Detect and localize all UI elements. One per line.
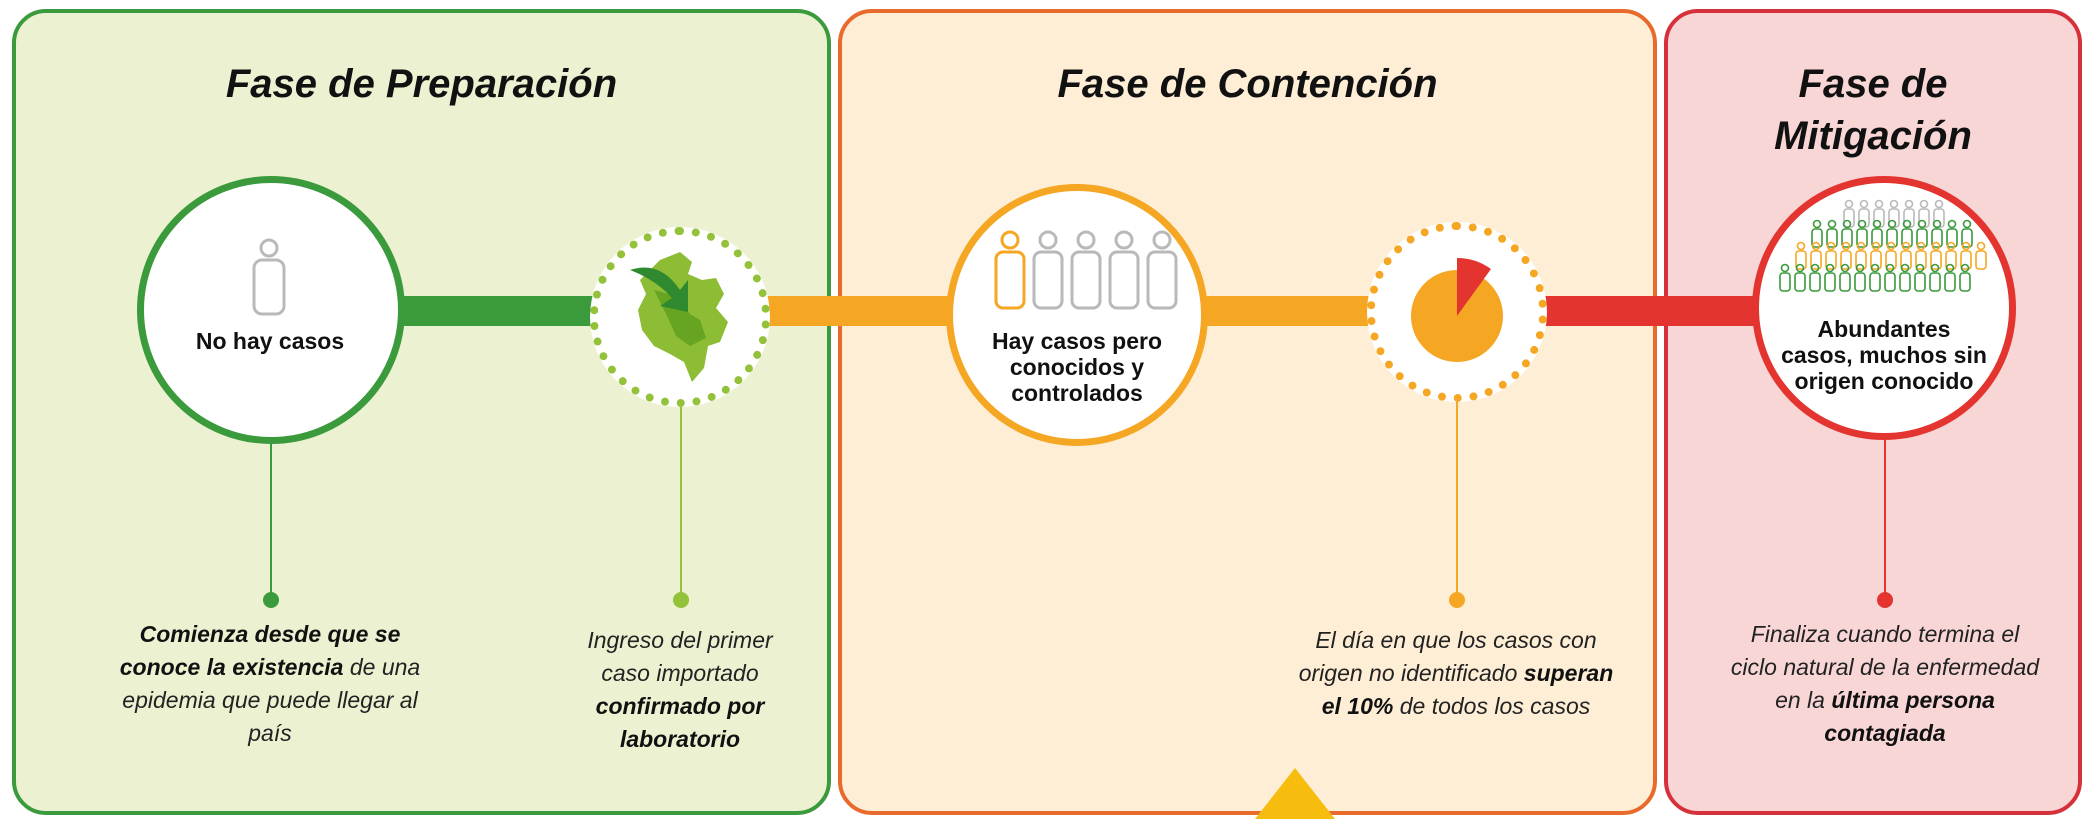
crowd-person bbox=[1961, 219, 1973, 248]
ten-percent-description: El día en que los casos con origen no id… bbox=[1296, 624, 1616, 723]
ten-percent-text-1: El día en que los casos con origen no id… bbox=[1298, 627, 1597, 686]
crowd-person bbox=[1899, 263, 1911, 292]
crowd-person bbox=[1794, 263, 1806, 292]
abundant-cases-label-line2: casos, muchos sin bbox=[1781, 342, 1987, 368]
connector-dot-4 bbox=[1877, 592, 1893, 608]
mitigation-phase-title: Fase de Mitigación bbox=[1664, 58, 2082, 162]
first-case-description: Ingreso del primer caso importado confir… bbox=[560, 624, 800, 756]
crowd-person bbox=[1856, 219, 1868, 248]
no-cases-label: No hay casos bbox=[195, 328, 345, 354]
crowd-person bbox=[1886, 219, 1898, 248]
crowd-person bbox=[1929, 263, 1941, 292]
connector-line-4 bbox=[1884, 440, 1886, 600]
crowd-person bbox=[1888, 199, 1900, 228]
preparation-phase-title: Fase de Preparación bbox=[225, 62, 618, 106]
abundant-cases-label-line1: Abundantes bbox=[1817, 316, 1951, 342]
abundant-cases-label: Abundantes casos, muchos sin origen cono… bbox=[1772, 316, 1996, 394]
mitigation-end-bold: última persona contagiada bbox=[1824, 687, 1995, 746]
connector-line-1 bbox=[270, 440, 272, 600]
crowd-person bbox=[1903, 199, 1915, 228]
crowd-person bbox=[1946, 219, 1958, 248]
timeline-bar-orange-2 bbox=[1195, 296, 1385, 326]
crowd-person bbox=[1885, 241, 1897, 270]
containment-phase-title: Fase de Contención bbox=[1057, 62, 1438, 106]
crowd-person bbox=[1944, 263, 1956, 292]
crowd-person bbox=[1824, 263, 1836, 292]
crowd-person bbox=[1854, 263, 1866, 292]
known-cases-label-line3: controlados bbox=[1011, 380, 1143, 406]
mitigation-title-line2: Mitigación bbox=[1774, 114, 1972, 158]
known-cases-label-line2: conocidos y bbox=[1009, 354, 1145, 380]
first-case-text: Ingreso del primer caso importado bbox=[587, 627, 773, 686]
crowd-person bbox=[1843, 199, 1855, 228]
pie-10-percent-icon bbox=[1411, 258, 1503, 362]
containment-phase-panel bbox=[838, 9, 1657, 815]
crowd-person bbox=[1960, 241, 1972, 270]
crowd-person bbox=[1869, 263, 1881, 292]
crowd-person bbox=[1811, 219, 1823, 248]
mitigation-end-description: Finaliza cuando termina el ciclo natural… bbox=[1730, 618, 2040, 750]
crowd-person bbox=[1915, 241, 1927, 270]
crowd-person bbox=[1840, 241, 1852, 270]
crowd-person bbox=[1916, 219, 1928, 248]
ten-percent-text-2: de todos los casos bbox=[1393, 693, 1591, 719]
connector-dot-2 bbox=[673, 592, 689, 608]
people-group-icon bbox=[994, 230, 1178, 310]
crowd-person bbox=[1795, 241, 1807, 270]
crowd-person bbox=[1809, 263, 1821, 292]
crowd-person bbox=[1841, 219, 1853, 248]
abundant-cases-label-line3: origen conocido bbox=[1794, 368, 1974, 394]
ten-percent-bold: superan el 10% bbox=[1321, 660, 1614, 719]
crowd-person bbox=[1933, 199, 1945, 228]
colombia-map-icon bbox=[630, 252, 728, 382]
connector-line-2 bbox=[680, 400, 682, 600]
crowd-person bbox=[1839, 263, 1851, 292]
crowd-person bbox=[1918, 199, 1930, 228]
crowd-person bbox=[1871, 219, 1883, 248]
crowd-person bbox=[1931, 219, 1943, 248]
mitigation-end-text: Finaliza cuando termina el ciclo natural… bbox=[1730, 621, 2040, 713]
pointer-triangle-icon bbox=[1255, 768, 1335, 819]
preparation-start-text: de una epidemia que puede llegar al país bbox=[122, 654, 421, 746]
connector-dot-3 bbox=[1449, 592, 1465, 608]
timeline-bar-orange-1 bbox=[765, 296, 965, 326]
connector-dot-1 bbox=[263, 592, 279, 608]
crowd-person bbox=[1826, 219, 1838, 248]
known-cases-label-line1: Hay casos pero bbox=[991, 328, 1163, 354]
person-icon bbox=[252, 238, 286, 316]
mitigation-title-line1: Fase de bbox=[1798, 62, 1948, 106]
crowd-person bbox=[1914, 263, 1926, 292]
crowd-person bbox=[1900, 241, 1912, 270]
crowd-person bbox=[1945, 241, 1957, 270]
timeline-bar-green bbox=[395, 296, 615, 326]
crowd-person bbox=[1901, 219, 1913, 248]
crowd-person bbox=[1930, 241, 1942, 270]
crowd-person bbox=[1779, 263, 1791, 292]
crowd-person bbox=[1873, 199, 1885, 228]
crowd-person bbox=[1810, 241, 1822, 270]
known-cases-node bbox=[946, 184, 1208, 446]
crowd-person bbox=[1858, 199, 1870, 228]
preparation-start-bold: Comienza desde que se conoce la existenc… bbox=[119, 621, 401, 680]
known-cases-label: Hay casos pero conocidos y controlados bbox=[960, 328, 1194, 406]
preparation-start-description: Comienza desde que se conoce la existenc… bbox=[110, 618, 430, 750]
timeline-bar-red bbox=[1540, 296, 1770, 326]
crowd-person bbox=[1825, 241, 1837, 270]
crowd-person bbox=[1959, 263, 1971, 292]
connector-line-3 bbox=[1456, 400, 1458, 600]
crowd-person bbox=[1975, 241, 1987, 270]
crowd-person bbox=[1870, 241, 1882, 270]
crowd-icon bbox=[1779, 199, 1987, 292]
preparation-phase-panel bbox=[12, 9, 831, 815]
first-case-bold: confirmado por laboratorio bbox=[595, 693, 765, 752]
crowd-person bbox=[1884, 263, 1896, 292]
no-cases-node bbox=[137, 176, 405, 444]
crowd-person bbox=[1855, 241, 1867, 270]
